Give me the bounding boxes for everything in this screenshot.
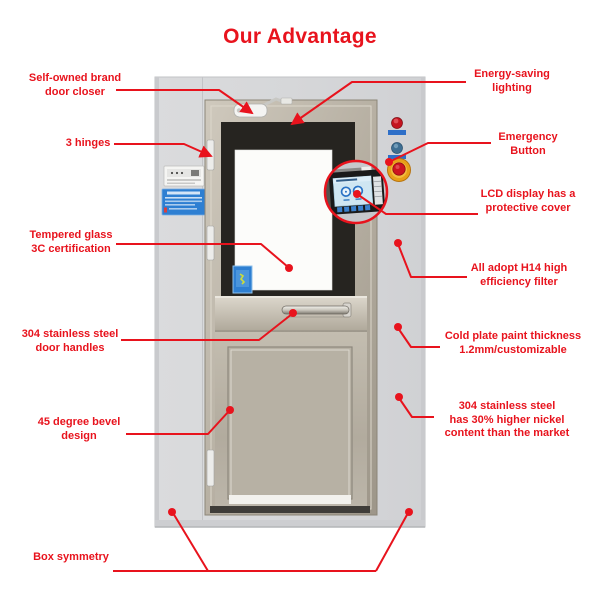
leader-nickel [398, 397, 434, 418]
bevel-panel [210, 332, 370, 513]
callout-door-closer: Self-owned brand door closer [28, 72, 122, 98]
callout-door-handles: 304 stainless steel door handles [21, 328, 119, 354]
callout-hinges: 3 hinges [65, 137, 111, 149]
door [204, 97, 378, 516]
leader-hinges [114, 143, 213, 158]
callout-bevel-design: 45 degree bevel design [37, 416, 121, 442]
leader-lines [113, 81, 491, 572]
leader-hepa [397, 243, 467, 278]
indicator-button-red [388, 117, 406, 135]
glass-sticker [232, 265, 253, 294]
leader-emergency [390, 142, 491, 162]
callout-lighting: Energy-saving lighting [474, 68, 550, 94]
callout-emergency: Emergency Button [498, 131, 558, 157]
leader-door-handles [121, 313, 293, 341]
callout-tempered-glass: Tempered glass 3C certification [29, 229, 113, 255]
leader-bevel [126, 410, 230, 435]
callout-box-symmetry: Box symmetry [33, 551, 109, 563]
page-title: Our Advantage [223, 25, 377, 48]
leader-lighting [290, 81, 466, 126]
leader-cold-plate [397, 327, 440, 348]
magnifier-circle [323, 159, 389, 225]
emergency-button [387, 158, 411, 182]
control-panel [163, 165, 205, 187]
callout-cold-plate: Cold plate paint thickness 1.2mm/customi… [444, 330, 582, 356]
leader-lcd [356, 193, 478, 215]
leader-box-symmetry [113, 512, 409, 572]
callout-lcd-display: LCD display has a protective cover [480, 188, 576, 214]
callout-nickel-content: 304 stainless steel has 30% higher nicke… [444, 400, 570, 439]
callout-hepa-filter: All adopt H14 high efficiency filter [470, 262, 568, 288]
leader-tempered-glass [116, 243, 289, 268]
door-handle [281, 302, 352, 318]
safety-sticker-left [161, 188, 206, 216]
leader-dots [168, 158, 413, 516]
leader-door-closer [116, 89, 254, 115]
